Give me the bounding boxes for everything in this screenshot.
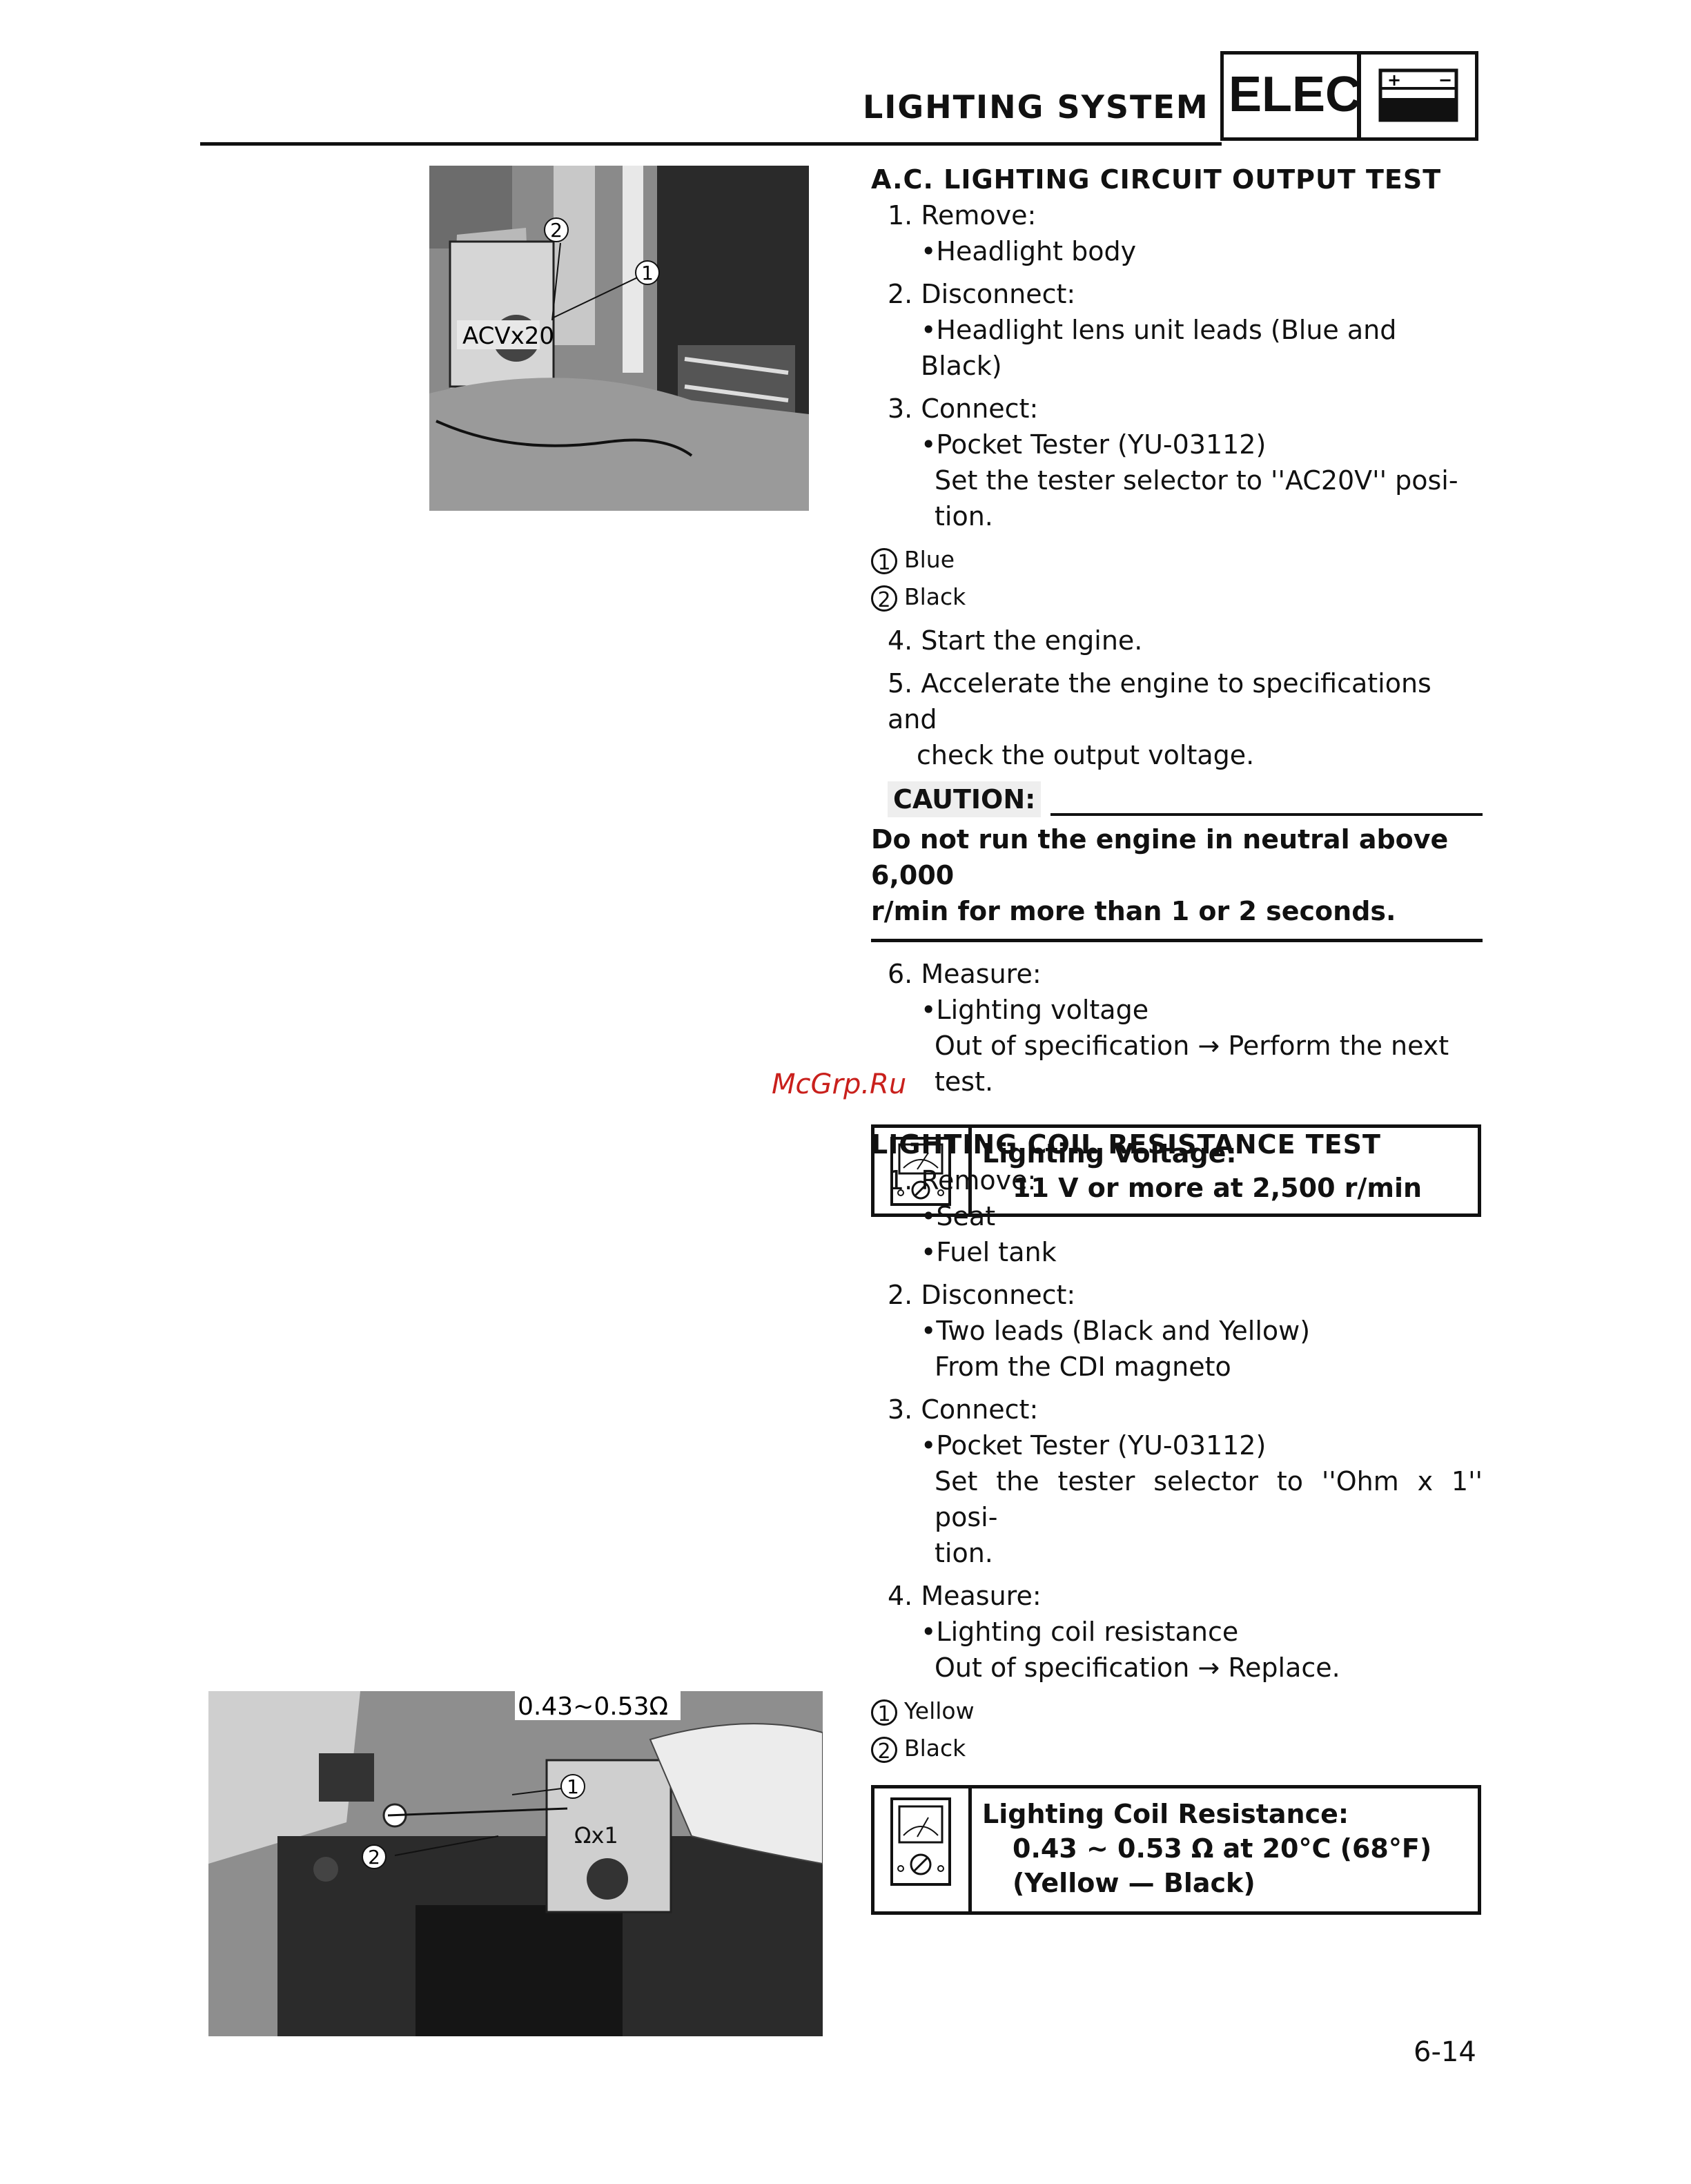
step-remove: 1. Remove: [888, 200, 1037, 231]
caution-rule [1050, 813, 1483, 816]
caution-text: Do not run the engine in neutral above 6… [871, 821, 1483, 942]
spec-resistance-note: (Yellow — Black) [1013, 1868, 1255, 1898]
item-seat: •Seat [921, 1201, 996, 1231]
section-coil-resistance-test: LIGHTING COIL RESISTANCE TEST 1. Remove:… [871, 1127, 1483, 1915]
spec-resistance-title: Lighting Coil Resistance: [982, 1799, 1349, 1829]
item-fuel-tank: •Fuel tank [921, 1237, 1057, 1267]
page-number: 6-14 [1414, 2036, 1476, 2068]
note-selector-1: Set the tester selector to ''AC20V'' pos… [935, 465, 1458, 496]
photo2-callout1: 1 [567, 1775, 579, 1798]
step2-measure: 4. Measure: [888, 1581, 1042, 1611]
note-selector-2: tion. [935, 501, 993, 532]
header-rule [200, 142, 1222, 146]
callout-2-icon: 2 [871, 1736, 897, 1764]
section-tag-divider [1357, 52, 1361, 139]
item-lighting-voltage: •Lighting voltage [921, 995, 1149, 1025]
item-lens-leads: •Headlight lens unit leads (Blue and Bla… [921, 315, 1397, 381]
item-headlight-body: •Headlight body [921, 236, 1137, 266]
spec-box-resistance: Lighting Coil Resistance: 0.43 ~ 0.53 Ω … [871, 1785, 1481, 1915]
svg-text:+: + [1387, 70, 1401, 90]
photo2-callout2: 2 [368, 1846, 380, 1869]
item-pocket-tester: •Pocket Tester (YU-03112) [921, 429, 1267, 460]
item2-pocket-tester: •Pocket Tester (YU-03112) [921, 1430, 1267, 1461]
photo-tester-coil: 1 2 0.43~0.53Ω Ωx1 [208, 1684, 823, 2036]
spec-box-voltage: Lighting Voltage: 11 V or more at 2,500 … [871, 1124, 1481, 1217]
note2-selector-2: tion. [935, 1538, 993, 1568]
tester-icon [890, 1797, 951, 1886]
step-disconnect: 2. Disconnect: [888, 279, 1076, 309]
step-accelerate-1: 5. Accelerate the engine to specificatio… [888, 668, 1431, 734]
section-tag: ELEC [1229, 67, 1362, 122]
note-out-of-spec-2: test. [935, 1066, 994, 1097]
section-tag-box [1220, 51, 1478, 141]
section-ac-output-test: A.C. LIGHTING CIRCUIT OUTPUT TEST 1. Rem… [871, 162, 1483, 1217]
note-out-of-spec-1: Out of specification → Perform the next [935, 1031, 1449, 1061]
step2-remove: 1. Remove: [888, 1165, 1037, 1196]
watermark: McGrp.Ru [772, 1069, 907, 1100]
photo-tester-headlight: 2 1 ACVx20 [429, 166, 809, 511]
svg-text:−: − [1438, 70, 1452, 90]
callout-2-icon: 2 [871, 585, 897, 612]
photo2-meter-label: Ωx1 [574, 1822, 618, 1849]
step-connect: 3. Connect: [888, 393, 1039, 424]
callout-1-icon: 1 [871, 547, 897, 575]
step-accelerate-2: check the output voltage. [917, 740, 1255, 770]
caution-label: CAUTION: [888, 781, 1042, 817]
callout-1-icon: 1 [871, 1699, 897, 1726]
page-title: LIGHTING SYSTEM [863, 88, 1209, 126]
photo1-meter-label: ACVx20 [462, 322, 554, 350]
item-two-leads: •Two leads (Black and Yellow) [921, 1316, 1311, 1346]
step-start-engine: 4. Start the engine. [888, 625, 1143, 656]
step2-connect: 3. Connect: [888, 1394, 1039, 1425]
section2-heading: LIGHTING COIL RESISTANCE TEST [871, 1129, 1381, 1160]
spec-voltage-title: Lighting Voltage: [982, 1138, 1237, 1169]
section1-heading: A.C. LIGHTING CIRCUIT OUTPUT TEST [871, 164, 1442, 195]
photo1-callout2: 2 [550, 219, 563, 242]
battery-icon: + − [1378, 68, 1458, 122]
photo2-value-label: 0.43~0.53Ω [518, 1693, 668, 1721]
photo1-callout1: 1 [641, 262, 654, 284]
caution-header: CAUTION: [871, 780, 1483, 821]
step2-disconnect: 2. Disconnect: [888, 1280, 1076, 1310]
note2-replace: Out of specification → Replace. [935, 1652, 1340, 1683]
note2-selector-1: Set the tester selector to ''Ohm x 1'' p… [935, 1466, 1483, 1532]
note-cdi-magneto: From the CDI magneto [935, 1352, 1231, 1382]
step-measure: 6. Measure: [888, 959, 1042, 989]
tester-icon [890, 1137, 951, 1206]
spec-voltage-value: 11 V or more at 2,500 r/min [1013, 1173, 1423, 1203]
spec-resistance-value: 0.43 ~ 0.53 Ω at 20°C (68°F) [1013, 1833, 1432, 1864]
item-coil-resistance: •Lighting coil resistance [921, 1617, 1239, 1647]
